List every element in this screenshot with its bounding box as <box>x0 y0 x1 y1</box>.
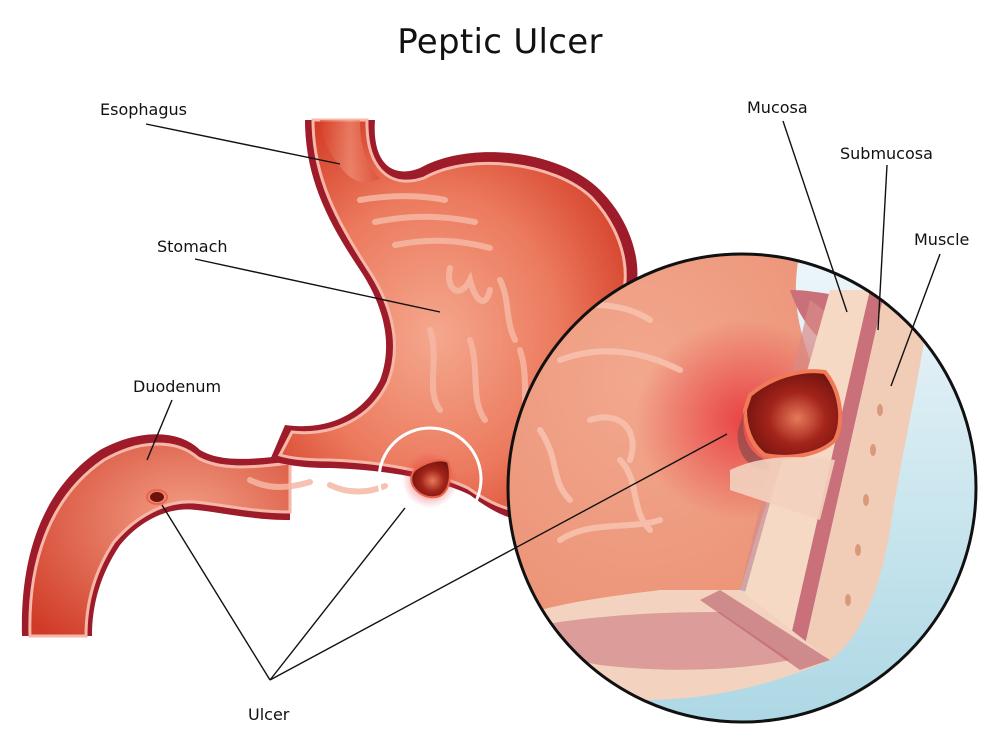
gastric-folds <box>247 193 533 495</box>
leader-lines <box>145 120 941 681</box>
label-muscle: Muscle <box>914 230 970 249</box>
duodenum-shape <box>21 434 292 638</box>
duodenal-ulcer <box>150 492 164 502</box>
label-submucosa: Submucosa <box>840 144 933 163</box>
label-mucosa: Mucosa <box>747 98 808 117</box>
diagram-title: Peptic Ulcer <box>397 22 603 62</box>
label-ulcer: Ulcer <box>248 705 290 724</box>
label-esophagus: Esophagus <box>100 100 187 119</box>
highlight-ring <box>377 426 483 532</box>
magnified-view <box>506 252 978 724</box>
magnifier-border <box>506 252 978 724</box>
gastric-ulcer <box>410 459 451 499</box>
label-stomach: Stomach <box>157 237 228 256</box>
ulcer-crater <box>742 369 843 459</box>
label-duodenum: Duodenum <box>133 377 222 396</box>
